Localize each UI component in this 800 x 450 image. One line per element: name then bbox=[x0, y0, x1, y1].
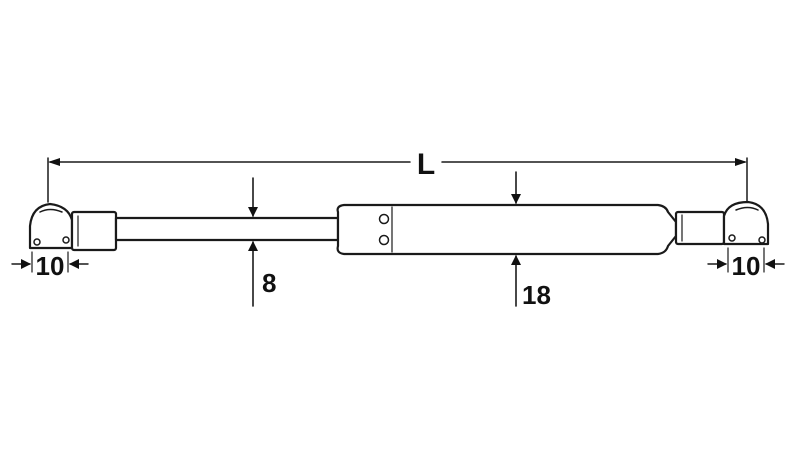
cylinder-diameter-label: 18 bbox=[522, 280, 551, 310]
right-fitting-dimension: 10 bbox=[707, 247, 785, 281]
length-label: L bbox=[417, 148, 435, 181]
rod-diameter-dimension: 8 bbox=[248, 177, 276, 307]
crimp-hole-bottom bbox=[378, 234, 390, 246]
right-collar bbox=[674, 210, 726, 246]
left-ball-socket bbox=[28, 202, 74, 250]
cylinder-body bbox=[336, 203, 678, 256]
right-ball-socket bbox=[722, 200, 770, 246]
piston-rod bbox=[114, 216, 340, 242]
length-arrow-right bbox=[735, 158, 747, 166]
left-fitting-dimension: 10 bbox=[11, 251, 89, 281]
cylinder-diameter-dimension: 18 bbox=[511, 171, 551, 310]
rod-diameter-label: 8 bbox=[262, 268, 276, 298]
length-dimension: L bbox=[47, 148, 748, 203]
length-arrow-left bbox=[48, 158, 60, 166]
crimp-hole-top bbox=[378, 213, 390, 225]
right-fitting-label: 10 bbox=[732, 251, 761, 281]
left-fitting-label: 10 bbox=[36, 251, 65, 281]
